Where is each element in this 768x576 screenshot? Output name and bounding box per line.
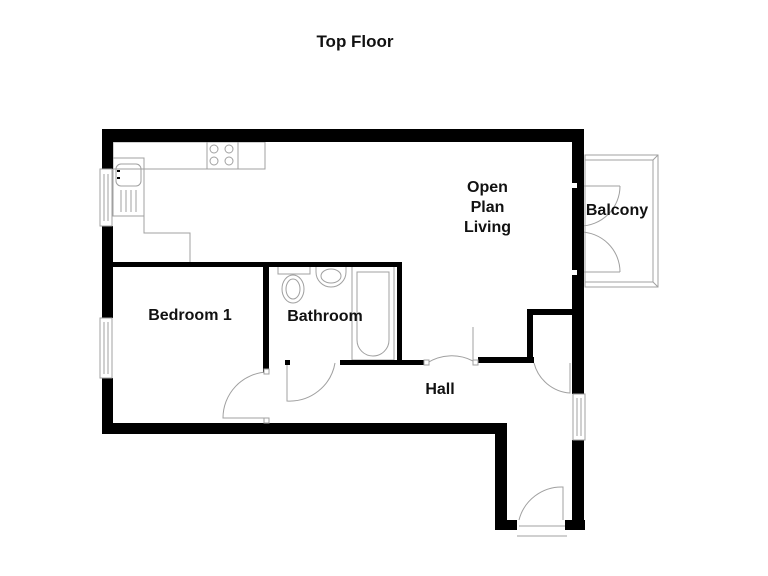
room-label-hall: Hall [425,381,455,398]
room-label-open-plan: Open Plan Living [463,179,512,236]
room-label-balcony: Balcony [585,202,649,219]
windows [99,168,586,441]
walls [102,129,585,530]
page-title: Top Floor [316,32,394,51]
balcony-outline [584,154,659,288]
french-doors [579,185,621,273]
room-label-bedroom-1: Bedroom 1 [148,307,232,324]
doors [222,327,571,537]
room-label-bathroom: Bathroom [287,308,363,325]
kitchen-fixtures [112,141,266,262]
wall-openings [572,183,577,275]
